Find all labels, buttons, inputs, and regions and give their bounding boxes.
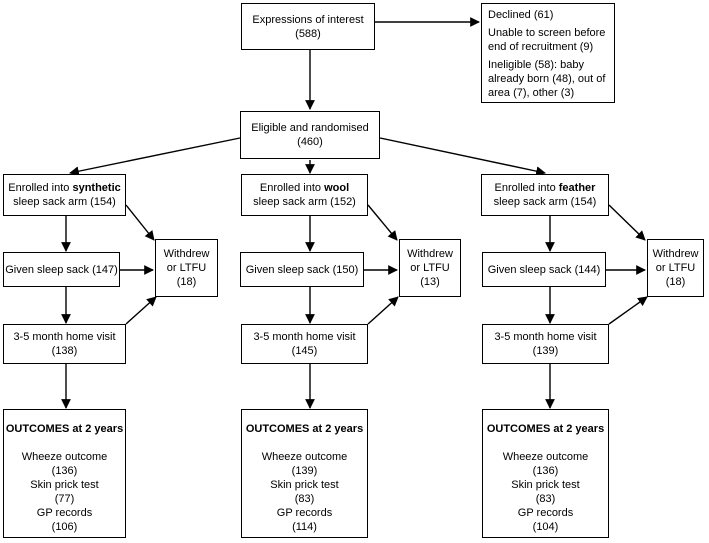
arm2-outcomes-box: OUTCOMES at 2 years Wheeze outcome (139)… <box>241 409 368 538</box>
arm2-enrolled-box: Enrolled into wool sleep sack arm (152) <box>241 174 368 216</box>
ineligible-text: Ineligible (58): baby already born (48),… <box>488 59 606 99</box>
randomised-box: Eligible and randomised (460) <box>240 111 380 159</box>
expressions-box: Expressions of interest (588) <box>241 3 375 50</box>
randomised-count: (460) <box>297 136 323 148</box>
arm2-enrolled-count: sleep sack arm (152) <box>253 196 356 208</box>
arm3-visit-box: 3-5 month home visit (139) <box>482 324 609 364</box>
arm3-given-text: Given sleep sack (144) <box>487 263 601 276</box>
declined-text: Declined (61) <box>488 9 554 21</box>
arm3-enrolled-count: sleep sack arm (154) <box>493 196 597 208</box>
arm3-enrolled-box: Enrolled into feather sleep sack arm (15… <box>481 174 609 216</box>
arm2-visit-box: 3-5 month home visit (145) <box>241 324 368 364</box>
randomised-label: Eligible and randomised <box>251 122 369 134</box>
expressions-label: Expressions of interest <box>252 13 364 26</box>
arm1-outcomes-title: OUTCOMES at 2 years <box>5 423 124 435</box>
arm2-outcomes-title: OUTCOMES at 2 years <box>245 423 364 435</box>
arm2-material: wool <box>324 182 350 194</box>
arm1-visit-box: 3-5 month home visit (138) <box>3 324 126 364</box>
arm3-withdrew-box: Withdrew or LTFU (18) <box>647 239 704 297</box>
arm2-given-box: Given sleep sack (150) <box>240 252 364 287</box>
arm3-given-box: Given sleep sack (144) <box>482 252 606 287</box>
arm1-withdrew-box: Withdrew or LTFU (18) <box>155 239 218 297</box>
arm1-given-box: Given sleep sack (147) <box>3 252 120 287</box>
unable-text: Unable to screen before end of recruitme… <box>488 27 606 53</box>
arm1-outcomes-box: OUTCOMES at 2 years Wheeze outcome (136)… <box>3 409 126 538</box>
arm3-material: feather <box>558 182 596 194</box>
arm3-outcomes-box: OUTCOMES at 2 years Wheeze outcome (136)… <box>482 409 609 538</box>
excluded-box: Declined (61) Unable to screen before en… <box>481 3 615 103</box>
expressions-count: (588) <box>295 27 321 40</box>
arm1-given-text: Given sleep sack (147) <box>5 263 118 276</box>
arm2-withdrew-box: Withdrew or LTFU (13) <box>399 239 461 297</box>
arm3-outcomes-title: OUTCOMES at 2 years <box>486 423 605 435</box>
arm1-enrolled-count: sleep sack arm (154) <box>13 196 116 208</box>
arrow-randomised-to-arm3 <box>379 137 546 176</box>
arm1-material: synthetic <box>72 182 121 194</box>
arrow-randomised-to-arm1 <box>69 137 241 177</box>
arm2-given-text: Given sleep sack (150) <box>245 263 359 276</box>
arm1-enrolled-box: Enrolled into synthetic sleep sack arm (… <box>3 174 126 216</box>
